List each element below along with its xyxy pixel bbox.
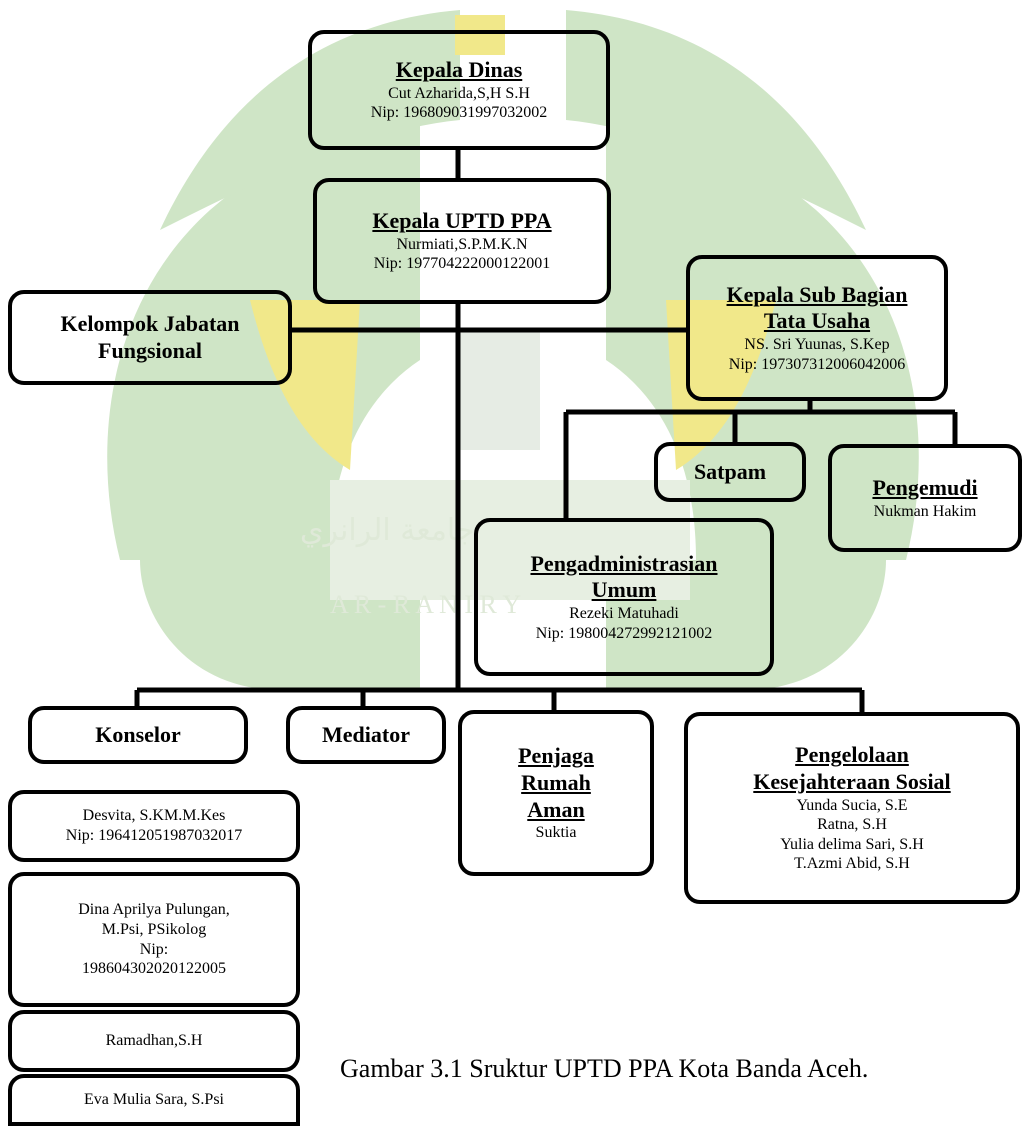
node-title-line1: Kepala Sub Bagian bbox=[726, 281, 908, 307]
figure-caption: Gambar 3.1 Sruktur UPTD PPA Kota Banda A… bbox=[340, 1054, 869, 1083]
watermark-latin-text: A R - R A N I R Y bbox=[330, 590, 521, 619]
node-pengadministrasian-umum: Pengadministrasian Umum Rezeki Matuhadi … bbox=[474, 518, 774, 676]
node-konselor-member: Desvita, S.KM.M.Kes Nip: 196412051987032… bbox=[8, 790, 300, 862]
node-name: Nukman Hakim bbox=[873, 502, 977, 520]
node-title-line1: Pengelolaan bbox=[795, 742, 909, 768]
node-title: Kepala UPTD PPA bbox=[372, 208, 552, 234]
member-name: T.Azmi Abid, S.H bbox=[794, 855, 910, 873]
node-title-line1: Kelompok Jabatan bbox=[60, 310, 240, 336]
logo-top-right-wing bbox=[566, 10, 866, 230]
node-kasubag-tata-usaha: Kepala Sub Bagian Tata Usaha NS. Sri Yuu… bbox=[686, 255, 948, 401]
member-line4: 198604302020122005 bbox=[82, 960, 226, 978]
logo-building bbox=[330, 480, 690, 600]
logo-yellow-flame-left bbox=[250, 300, 360, 470]
node-kelompok-jabatan: Kelompok Jabatan Fungsional bbox=[8, 290, 292, 385]
node-name: NS. Sri Yuunas, S.Kep bbox=[744, 336, 890, 354]
node-title: Mediator bbox=[322, 721, 410, 747]
node-title: Konselor bbox=[95, 721, 181, 747]
member-line3: Nip: bbox=[139, 940, 169, 958]
node-konselor: Konselor bbox=[28, 706, 248, 764]
logo-yellow-flame-right bbox=[666, 300, 776, 470]
node-title: Pengemudi bbox=[872, 474, 978, 500]
member-name: Eva Mulia Sara, S.Psi bbox=[84, 1091, 224, 1109]
node-title-line3: Aman bbox=[527, 796, 585, 822]
node-pengelolaan-kesejahteraan: Pengelolaan Kesejahteraan Sosial Yunda S… bbox=[684, 712, 1020, 904]
node-nip: Nip: 197704222000122001 bbox=[373, 255, 551, 273]
node-title-line2: Tata Usaha bbox=[763, 308, 871, 334]
node-title: Kepala Dinas bbox=[395, 57, 523, 83]
member-name: Ratna, S.H bbox=[817, 816, 887, 834]
member-name: Ramadhan,S.H bbox=[105, 1032, 203, 1050]
member-line1: Dina Aprilya Pulungan, bbox=[78, 901, 230, 919]
node-name: Nurmiati,S.P.M.K.N bbox=[396, 235, 528, 253]
watermark-arabic-text: جامعة الرانري bbox=[300, 513, 475, 548]
node-satpam: Satpam bbox=[654, 442, 806, 502]
node-title-line2: Fungsional bbox=[98, 337, 202, 363]
member-name: Desvita, S.KM.M.Kes bbox=[82, 807, 226, 825]
node-name: Suktia bbox=[535, 824, 577, 842]
member-name: Yunda Sucia, S.E bbox=[796, 796, 908, 814]
node-name: Cut Azharida,S,H S.H bbox=[388, 84, 530, 102]
node-title: Satpam bbox=[693, 458, 767, 484]
node-title-line2: Kesejahteraan Sosial bbox=[753, 768, 951, 794]
member-line2: M.Psi, PSikolog bbox=[101, 920, 207, 938]
node-konselor-member: Eva Mulia Sara, S.Psi bbox=[8, 1074, 300, 1126]
node-mediator: Mediator bbox=[286, 706, 446, 764]
member-name: Yulia delima Sari, S.H bbox=[780, 835, 924, 853]
logo-kaaba bbox=[460, 330, 540, 450]
node-title-line2: Rumah bbox=[521, 769, 591, 795]
node-penjaga-rumah-aman: Penjaga Rumah Aman Suktia bbox=[458, 710, 654, 876]
node-kepala-uptd: Kepala UPTD PPA Nurmiati,S.P.M.K.N Nip: … bbox=[313, 178, 611, 304]
member-nip: Nip: 196412051987032017 bbox=[65, 827, 243, 844]
node-pengemudi: Pengemudi Nukman Hakim bbox=[828, 444, 1022, 552]
logo-uin-bar bbox=[455, 15, 505, 55]
node-nip: Nip: 196809031997032002 bbox=[370, 104, 548, 122]
node-konselor-member: Dina Aprilya Pulungan, M.Psi, PSikolog N… bbox=[8, 872, 300, 1007]
node-nip: Nip: 198004272992121002 bbox=[535, 624, 713, 642]
node-title-line2: Umum bbox=[591, 577, 657, 603]
node-title-line1: Pengadministrasian bbox=[530, 550, 718, 576]
node-konselor-member: Ramadhan,S.H bbox=[8, 1010, 300, 1072]
node-title-line1: Penjaga bbox=[518, 743, 594, 768]
node-nip: Nip: 197307312006042006 bbox=[728, 355, 906, 373]
node-name: Rezeki Matuhadi bbox=[569, 605, 679, 623]
node-kepala-dinas: Kepala Dinas Cut Azharida,S,H S.H Nip: 1… bbox=[308, 30, 610, 150]
